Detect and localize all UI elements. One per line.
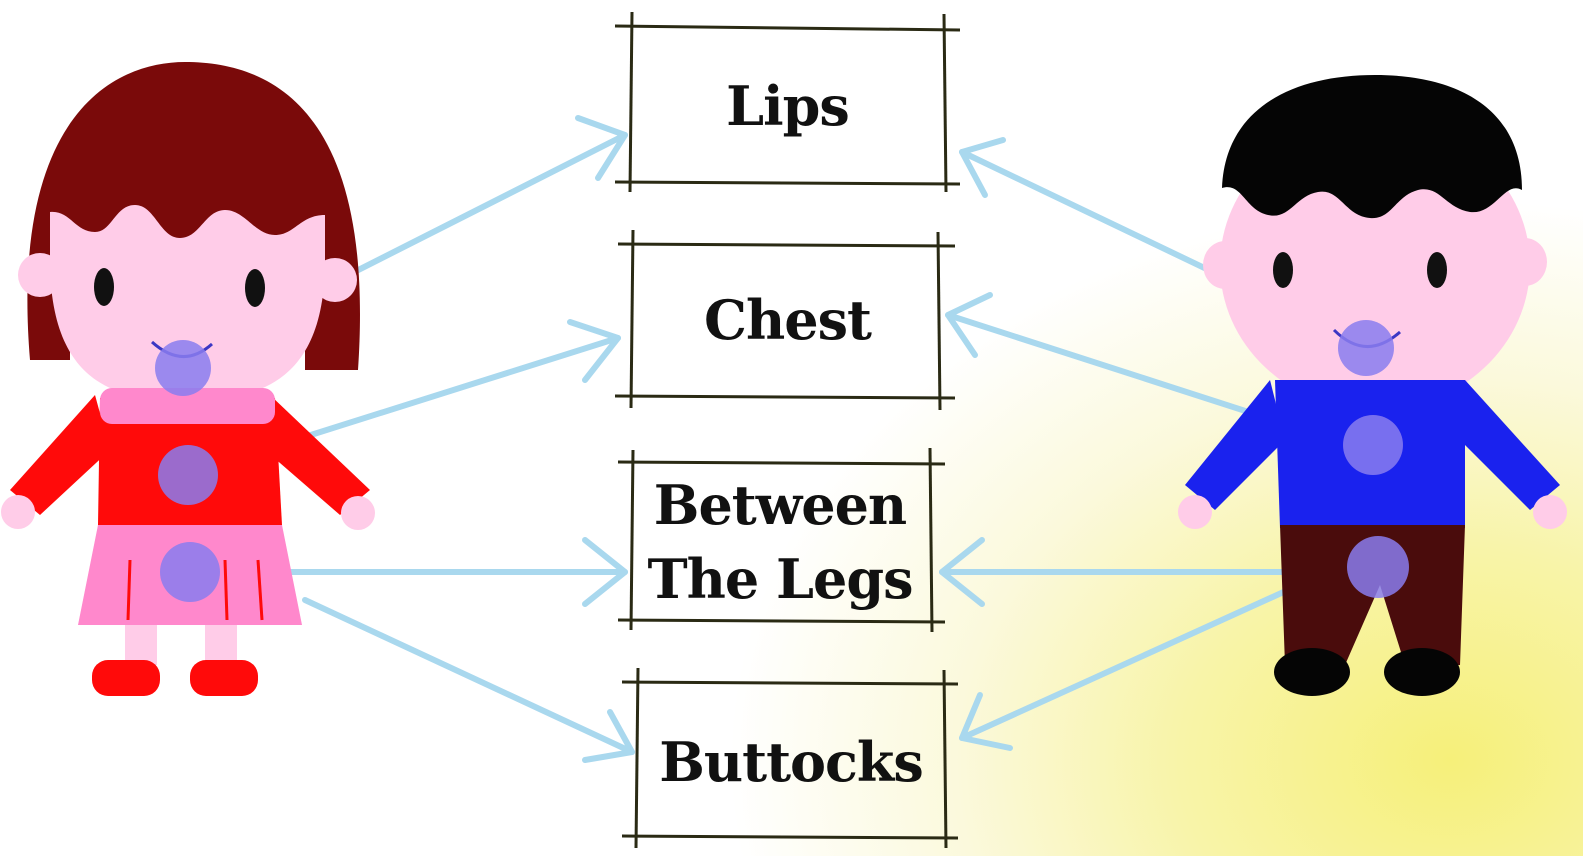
label-buttocks: Buttocks [636,682,946,842]
boy-hair [1222,75,1522,219]
girl-marker-legs [160,542,220,602]
label-the-legs-line: The Legs [647,547,913,611]
girl-leg-right [205,625,237,665]
boy-marker-chest [1343,415,1403,475]
boy-shoe-left [1274,648,1350,696]
boy-marker-lips [1338,320,1394,376]
label-lips: Lips [630,30,945,182]
arrow-boy-buttocks-head [959,692,1013,751]
girl-hair [27,62,360,370]
arrow-boy-chest-head [945,292,993,358]
arrows [197,115,1363,763]
frame-buttocks [621,667,959,849]
boy-arm-left [1185,380,1285,510]
label-chest-text: Chest [704,288,872,352]
girl-arm-left [10,395,110,515]
girl-hand-left [1,495,35,529]
girl-eye-left [94,268,114,306]
label-between-line: Between [653,473,907,537]
arrow-girl-buttocks [302,597,635,755]
label-chest: Chest [630,245,945,395]
label-frames [614,11,961,849]
boy-shoe-right [1384,648,1460,696]
girl-eye-right [245,269,265,307]
girl-figure [1,62,375,696]
arrow-girl-legs-head [582,537,628,607]
girl-marker-chest [158,445,218,505]
arrow-girl-lips-head [575,115,628,181]
girl-hand-right [341,496,375,530]
girl-collar [100,388,275,424]
frame-chest [614,229,956,411]
boy-figure [1178,75,1567,696]
boy-hand-right [1533,495,1567,529]
girl-skirt-pleats [126,559,264,621]
girl-leg-left [125,625,157,665]
boy-marker-legs [1347,536,1409,598]
label-between-the-legs-text: Between The Legs [647,468,913,616]
label-buttocks-text: Buttocks [659,730,924,794]
frame-legs [617,447,946,633]
girl-shoe-left [92,660,160,696]
boy-eye-left [1273,252,1293,288]
boy-eye-right [1427,252,1447,288]
label-lips-text: Lips [726,74,850,138]
frame-lips [614,11,961,193]
arrow-boy-buttocks [959,577,1313,741]
boy-arm-right [1460,380,1560,510]
girl-face [50,205,325,400]
girl-arm-right [265,395,370,515]
girl-shoe-right [190,660,258,696]
arrow-boy-legs-head [939,537,985,607]
label-between-the-legs: Between The Legs [630,462,930,622]
arrow-boy-lips-head [959,137,1006,198]
arrow-girl-chest-head [567,319,621,383]
arrow-girl-buttocks-head [582,709,635,763]
boy-hand-left [1178,495,1212,529]
girl-marker-lips [155,340,211,396]
